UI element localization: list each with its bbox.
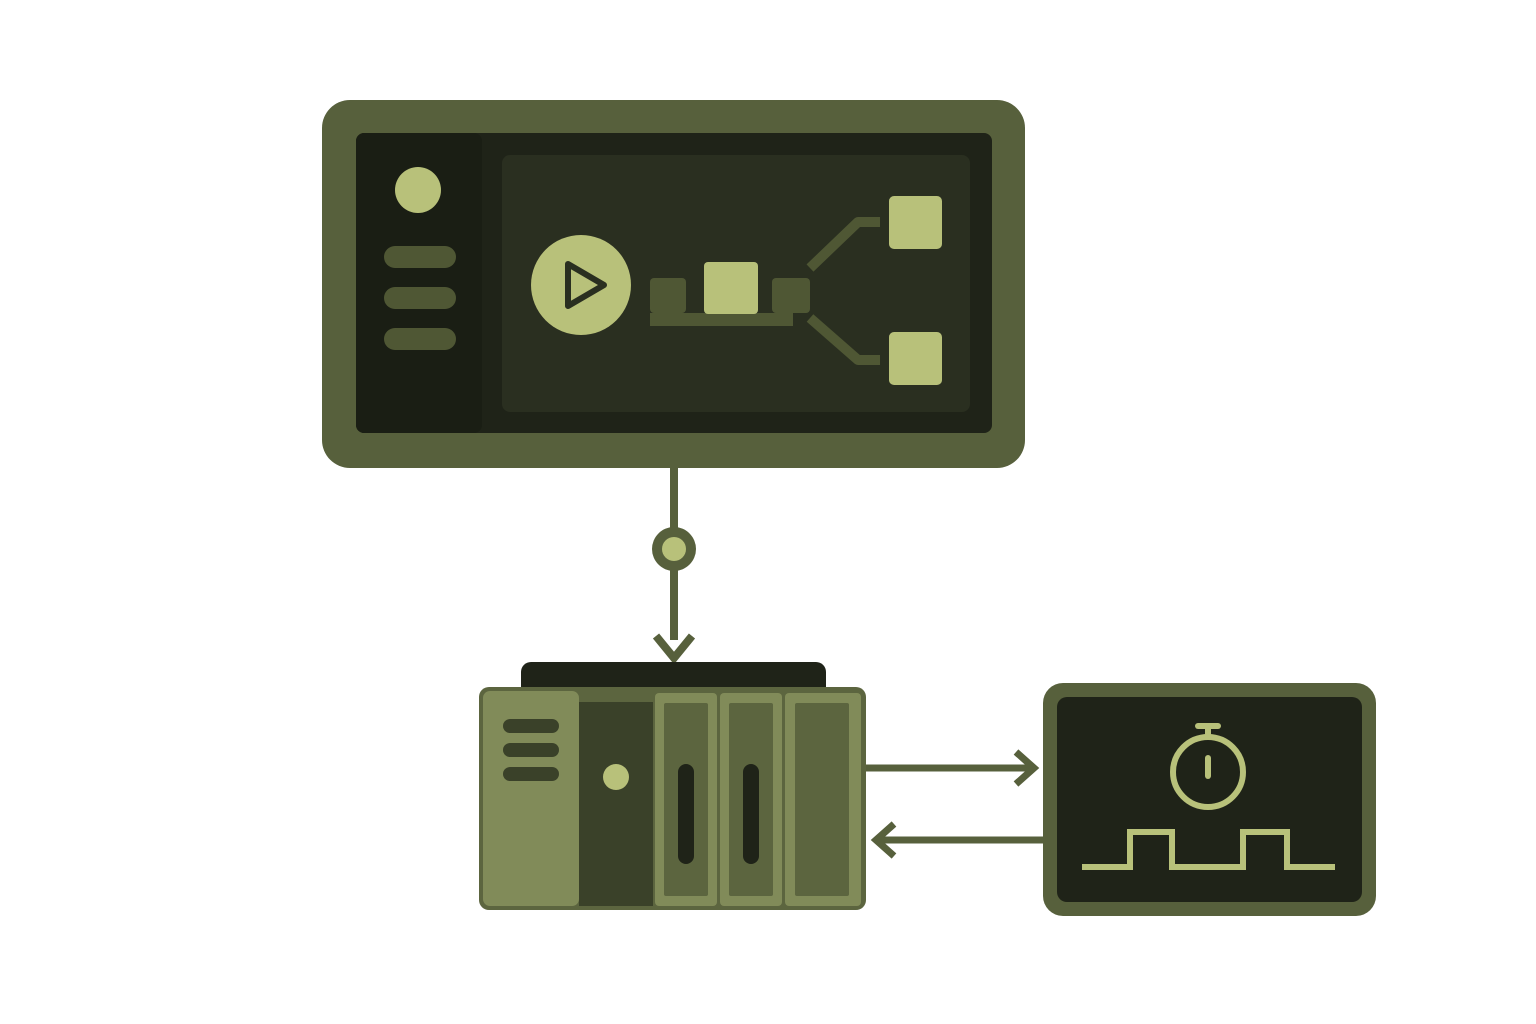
- pulse-wave-icon: [1082, 829, 1335, 870]
- workflow-step-block: [772, 278, 810, 313]
- vent-lines-icon: [503, 719, 559, 781]
- workflow-active-block: [704, 262, 758, 314]
- timer-panel: [1043, 683, 1376, 916]
- workflow-step-block: [650, 278, 686, 313]
- branch-node-bottom: [889, 332, 942, 385]
- branch-node-top: [889, 196, 942, 249]
- arrow-head-right: [1013, 749, 1040, 787]
- branch-flow-icon: [806, 196, 942, 385]
- plc-io-module: [720, 693, 782, 906]
- arrow-head-down: [652, 633, 696, 665]
- connector-hmi-to-plc: [652, 468, 696, 665]
- hmi-sidebar: [356, 133, 482, 433]
- slot-icon: [743, 764, 759, 864]
- status-dot-icon: [395, 167, 441, 213]
- stopwatch-icon: [1170, 723, 1246, 810]
- slot-icon: [678, 764, 694, 864]
- plc-cpu-module: [579, 702, 653, 906]
- hmi-monitor: [322, 100, 1025, 468]
- connector-plc-to-timer: [866, 749, 1040, 787]
- plc-controller: [479, 662, 866, 910]
- plc-io-module: [655, 693, 717, 906]
- connector-timer-to-plc: [870, 821, 1044, 859]
- status-led-icon: [603, 764, 629, 790]
- plc-io-module: [785, 693, 861, 906]
- workflow-track: [650, 262, 810, 326]
- play-icon: [531, 235, 631, 335]
- menu-lines-icon: [384, 246, 456, 350]
- arrow-head-left: [870, 821, 897, 859]
